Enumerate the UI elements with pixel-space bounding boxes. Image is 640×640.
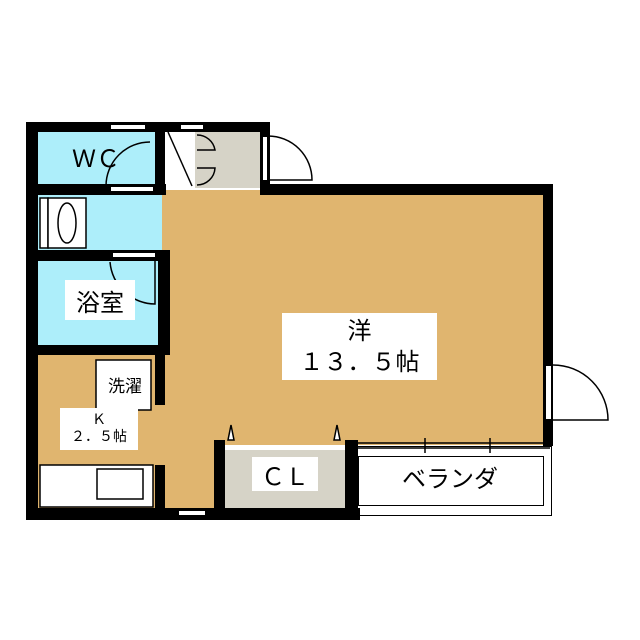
western-room-name: 洋 <box>347 316 372 345</box>
wall <box>345 440 358 520</box>
bath-label: 浴室 <box>65 280 135 320</box>
side-door-arc <box>552 364 609 421</box>
basin-bowl <box>57 202 77 244</box>
window <box>112 252 156 258</box>
kitchen-name: Ｋ <box>92 412 106 428</box>
wall <box>26 345 170 355</box>
wall <box>26 250 170 261</box>
window <box>545 365 552 420</box>
closet-label: ＣＬ <box>252 457 318 491</box>
wall <box>260 184 553 195</box>
closet-door-marks <box>227 424 341 441</box>
veranda-sash <box>358 438 550 453</box>
window <box>178 510 206 516</box>
wc-door-arc <box>105 141 151 187</box>
western-room-size: １３．５帖 <box>299 347 420 376</box>
window <box>262 136 268 181</box>
entrance-line <box>167 131 193 187</box>
wall <box>543 184 553 446</box>
veranda-label: ベランダ <box>402 464 498 493</box>
window <box>110 186 154 192</box>
kitchen-sink <box>96 468 144 500</box>
kitchen-label: Ｋ ２．５帖 <box>60 408 138 450</box>
wall <box>26 122 38 520</box>
washbasin <box>47 197 87 249</box>
wall <box>214 440 225 520</box>
shoe-rack <box>196 134 216 186</box>
entrance-door-arc <box>267 135 313 181</box>
kitchen-size: ２．５帖 <box>71 429 127 445</box>
washbasin-edge <box>39 197 49 249</box>
wc-floor <box>36 130 158 186</box>
veranda-inner <box>358 456 544 506</box>
wc-label: ＷＣ <box>72 144 120 173</box>
wall <box>26 184 166 195</box>
wall <box>155 465 165 515</box>
laundry-label: 洗濯 <box>101 364 149 404</box>
wall <box>214 508 358 520</box>
wall <box>26 122 270 132</box>
wall <box>158 250 170 347</box>
window <box>180 124 204 130</box>
western-room-label: 洋 １３．５帖 <box>282 313 437 380</box>
window <box>110 124 146 130</box>
entrance-floor <box>195 130 260 188</box>
wall <box>155 122 165 190</box>
wall <box>155 345 165 405</box>
